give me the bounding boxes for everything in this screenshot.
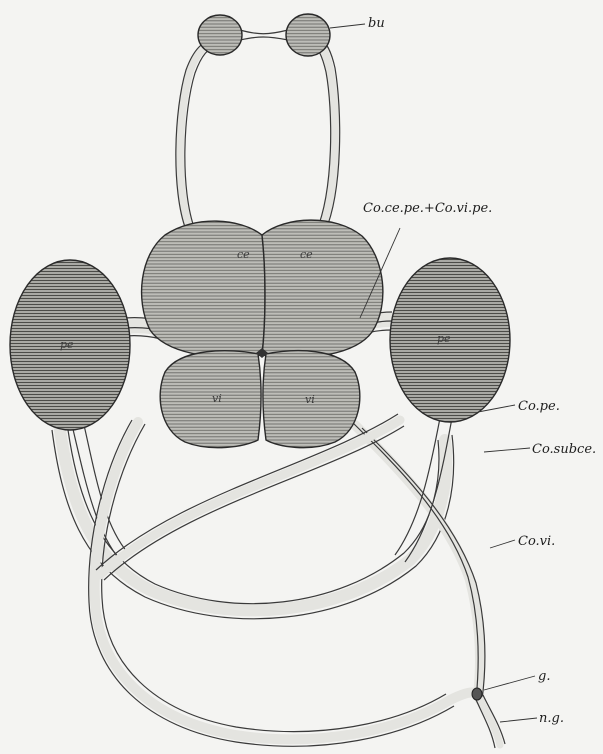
label-ce-left: ce (237, 248, 250, 261)
leader-co-subce (484, 448, 530, 452)
label-g: g. (538, 669, 550, 684)
label-bu: bu (368, 16, 385, 31)
cerebral-ganglion-right (262, 220, 383, 357)
label-co-subce: Co.subce. (532, 442, 596, 457)
label-co-pe: Co.pe. (518, 399, 560, 414)
leader-g (484, 676, 535, 690)
label-pe-left: pe (60, 338, 74, 351)
label-n-g: n.g. (539, 711, 564, 726)
visceral-ganglion-left (160, 351, 261, 448)
label-co-vi: Co.vi. (518, 534, 555, 549)
label-pe-right: pe (437, 332, 451, 345)
label-vi-left: vi (212, 392, 222, 405)
buccal-ganglion-left (198, 15, 242, 55)
leader-co-vi (490, 540, 515, 548)
cerebral-ganglion-left (142, 221, 265, 357)
leader-n-g (500, 718, 537, 722)
label-vi-right: vi (305, 393, 315, 406)
small-ganglion-g (472, 688, 482, 700)
leader-bu (330, 24, 365, 28)
label-ce-right: ce (300, 248, 313, 261)
buccal-commissure (240, 30, 288, 40)
ganglia (10, 14, 510, 700)
buccal-ganglion-right (286, 14, 330, 56)
genital-nerve (474, 695, 505, 748)
label-co-ce-pe-co-vi-pe: Co.ce.pe.+Co.vi.pe. (363, 201, 492, 216)
buccal-connective (176, 38, 340, 232)
